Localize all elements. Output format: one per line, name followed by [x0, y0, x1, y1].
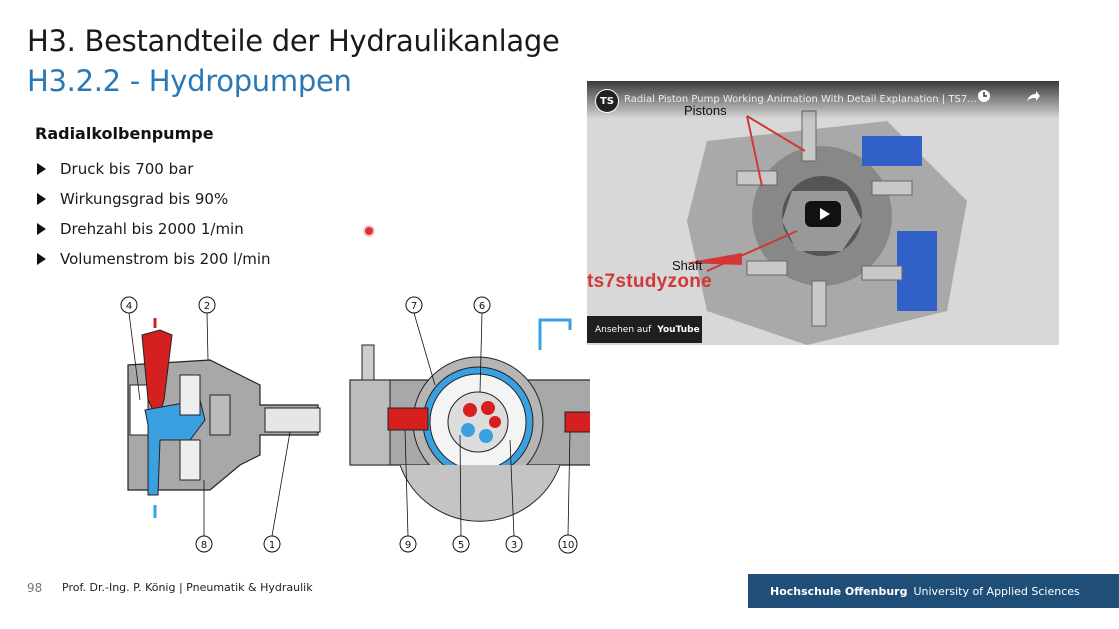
brand-watermark: ts7studyzone [587, 271, 713, 292]
svg-text:2: 2 [204, 301, 210, 312]
callout-7: 7 [405, 296, 423, 314]
svg-text:4: 4 [126, 301, 132, 312]
bullet-item: Volumenstrom bis 200 l/min [37, 244, 271, 274]
callout-4: 4 [120, 296, 138, 314]
embedded-video[interactable]: TS Radial Piston Pump Working Animation … [587, 81, 1059, 345]
callout-2: 2 [198, 296, 216, 314]
bullet-list: Druck bis 700 bar Wirkungsgrad bis 90% D… [37, 154, 271, 274]
school-name: Hochschule Offenburg [770, 584, 908, 598]
callout-3: 3 [505, 535, 523, 553]
bullet-arrow-icon [37, 223, 46, 235]
bullet-text: Wirkungsgrad bis 90% [60, 190, 229, 208]
bullet-item: Wirkungsgrad bis 90% [37, 184, 271, 214]
bullet-arrow-icon [37, 163, 46, 175]
pistons-label: Pistons [684, 103, 727, 118]
svg-text:5: 5 [458, 540, 464, 551]
svg-text:7: 7 [411, 301, 417, 312]
clock-icon[interactable] [977, 89, 991, 107]
youtube-logo: YouTube [657, 324, 700, 335]
callout-1: 1 [263, 535, 281, 553]
svg-text:6: 6 [479, 301, 485, 312]
watch-on-youtube-button[interactable]: Ansehen auf YouTube [587, 316, 702, 343]
svg-text:10: 10 [562, 540, 575, 551]
bullet-arrow-icon [37, 253, 46, 265]
footer-institution: Hochschule Offenburg University of Appli… [748, 574, 1119, 608]
callout-6: 6 [473, 296, 491, 314]
callout-8: 8 [195, 535, 213, 553]
radial-piston-pump-diagram: 4 2 8 1 7 6 9 5 3 10 [120, 296, 590, 554]
school-subtitle: University of Applied Sciences [913, 584, 1080, 598]
play-icon[interactable] [805, 201, 841, 227]
svg-text:8: 8 [201, 540, 207, 551]
bullet-arrow-icon [37, 193, 46, 205]
slide-subtitle: H3.2.2 - Hydropumpen [27, 64, 352, 98]
svg-text:1: 1 [269, 540, 275, 551]
callout-9: 9 [399, 535, 417, 553]
page-number: 98 [27, 581, 43, 595]
slide-title: H3. Bestandteile der Hydraulikanlage [27, 24, 560, 58]
callout-10: 10 [558, 534, 578, 554]
bullet-item: Druck bis 700 bar [37, 154, 271, 184]
pump-cross-section [349, 318, 590, 522]
section-heading: Radialkolbenpumpe [35, 124, 214, 143]
laser-pointer [365, 227, 373, 235]
bullet-text: Druck bis 700 bar [60, 160, 194, 178]
channel-avatar[interactable]: TS [595, 89, 619, 113]
video-thumbnail [587, 81, 1059, 345]
watch-on-label: Ansehen auf [595, 324, 652, 335]
bullet-item: Drehzahl bis 2000 1/min [37, 214, 271, 244]
shaft-label: Shaft [672, 258, 703, 273]
svg-text:9: 9 [405, 540, 411, 551]
video-title[interactable]: Radial Piston Pump Working Animation Wit… [624, 94, 977, 105]
share-icon[interactable] [1025, 89, 1041, 107]
bullet-text: Volumenstrom bis 200 l/min [60, 250, 271, 268]
footer-author: Prof. Dr.-Ing. P. König | Pneumatik & Hy… [62, 581, 313, 594]
bullet-text: Drehzahl bis 2000 1/min [60, 220, 244, 238]
svg-text:3: 3 [511, 540, 517, 551]
pump-side-section [127, 318, 321, 518]
callout-5: 5 [452, 535, 470, 553]
